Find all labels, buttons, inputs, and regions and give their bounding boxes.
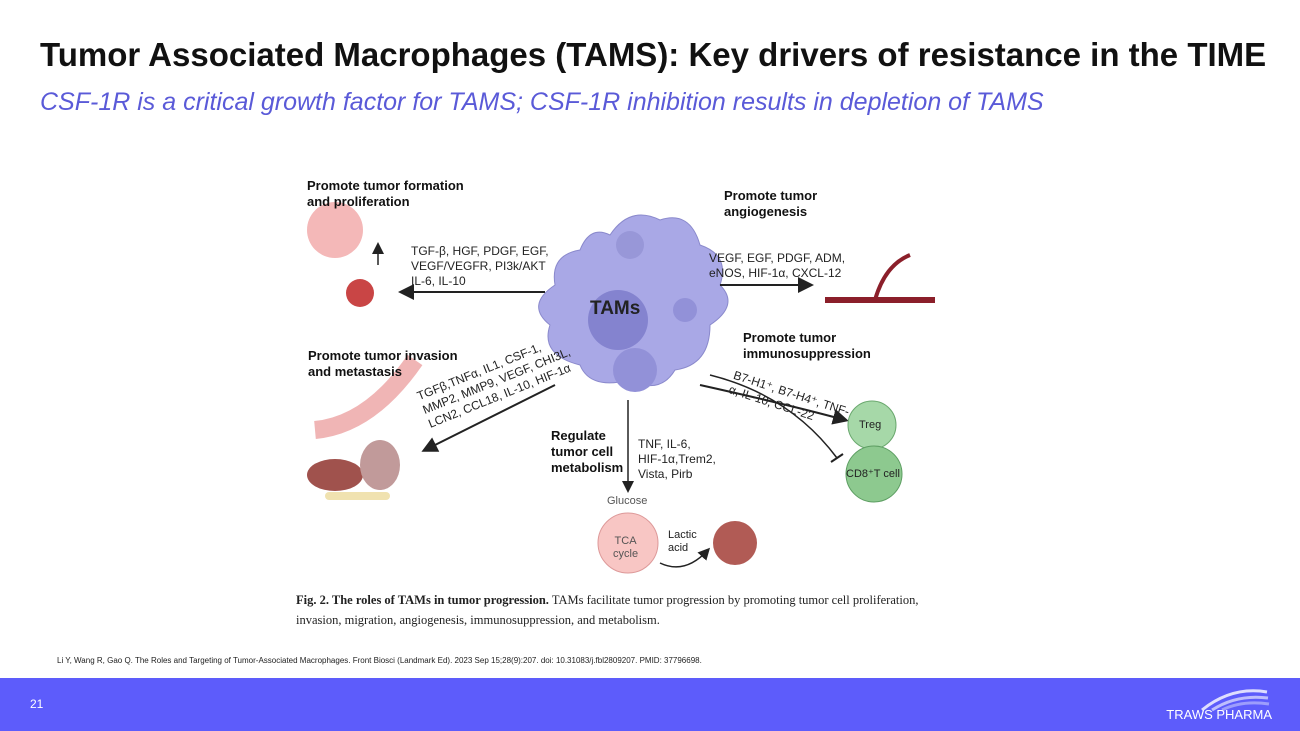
factors-metabolism: TNF, IL-6,HIF-1α,Trem2,Vista, Pirb [638, 437, 716, 481]
cd8-cell-icon [845, 445, 903, 503]
glucose-label: Glucose [607, 495, 648, 507]
vessel-icon [313, 354, 423, 439]
traws-pharma-logo: TRAWS PHARMA [1162, 686, 1272, 726]
tumor-cluster-icon [307, 202, 363, 258]
page-number: 21 [30, 697, 44, 711]
slide-subtitle: CSF-1R is a critical growth factor for T… [40, 88, 1044, 116]
tca-cell-icon [597, 512, 659, 574]
figure-caption: Fig. 2. The roles of TAMs in tumor progr… [296, 593, 919, 627]
tams-label: TAMs [590, 298, 641, 319]
tam-cell-cluster [538, 214, 729, 392]
factors-angiogenesis: VEGF, EGF, PDGF, ADM, eNOS, HIF-1α, CXCL… [709, 251, 846, 280]
citation: Li Y, Wang R, Gao Q. The Roles and Targe… [57, 656, 702, 665]
slide-title: Tumor Associated Macrophages (TAMS): Key… [40, 36, 1267, 73]
tumor-cell-icon [713, 521, 757, 565]
bone-icon [325, 492, 390, 500]
cd8-label: CD8⁺T cell [846, 468, 900, 480]
lungs-icon [360, 440, 400, 490]
footer-bar: 21 TRAWS PHARMA [0, 678, 1300, 731]
liver-icon [307, 459, 363, 491]
figure-graphics [307, 202, 935, 574]
treg-label: Treg [859, 419, 882, 431]
factors-proliferation: TGF-β, HGF, PDGF, EGF,VEGF/VEGFR, PI3k/A… [411, 244, 549, 288]
logo-swoosh-icon [1201, 689, 1270, 712]
